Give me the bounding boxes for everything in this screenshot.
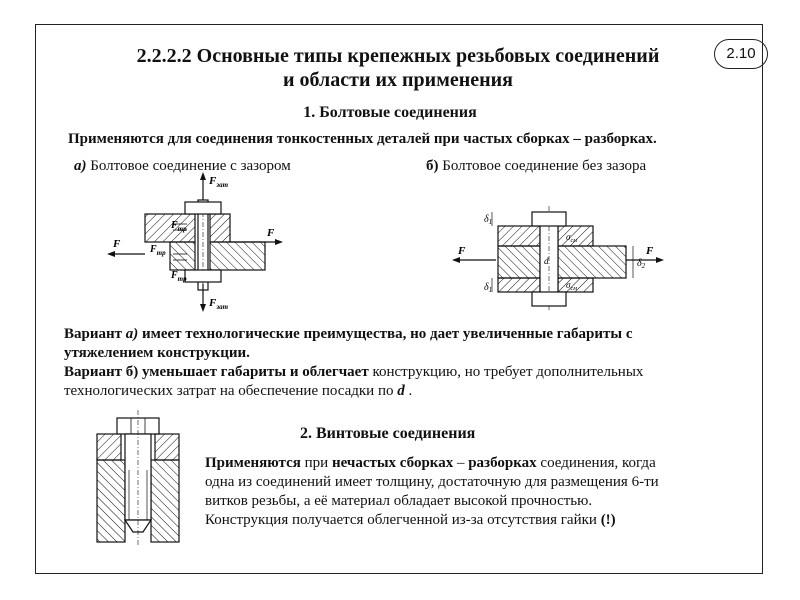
variant-a-letter: а) [74,158,87,174]
label-delta1-top: δ1 [484,214,492,226]
variant-b-desc-line3: Вариант б) уменьшает габариты и облегчае… [64,364,644,380]
title-line-2: и области их применения [283,69,513,91]
variant-b-label: Болтовое соединение без зазора [442,158,647,174]
bolt-head [184,201,222,215]
variant-a-desc-line1: Вариант а) имеет технологические преимущ… [64,326,633,342]
section-heading-bolted: 1. Болтовые соединения [303,104,477,121]
label-sigma-sm-top: σсм [566,232,577,244]
screw-desc-line3: витков резьбы, а её материал обладает вы… [205,493,593,509]
label-f-left: F [112,238,121,250]
diagram-screw-joint [96,410,180,546]
screw-desc-line4: Конструкция получается облегченной из-за… [205,512,616,528]
page-title: 2.2.2.2 Основные типы крепежных резьбовы… [88,44,708,92]
label-delta2: δ2 [637,258,646,270]
label-f-tr-mid: Fтр [149,244,166,257]
section-heading-screw: 2. Винтовые соединения [300,425,476,442]
variant-a-caption: а) Болтовое соединение с зазором [74,157,291,176]
slide-number-badge: 2.10 [714,39,768,69]
upper-plate-left [144,213,196,243]
lower-plate-left [169,241,196,271]
title-line-1: 2.2.2.2 Основные типы крепежных резьбовы… [136,45,660,67]
label-f-zat-top: Fзат [208,175,229,189]
label-sigma-sm-bottom: σсм [566,280,577,292]
label-f-left-b: F [457,245,466,257]
diagram-bolt-without-clearance: F F δ1 δ1 δ2 σсм σсм d [452,206,664,310]
label-f-right-b: F [645,245,654,257]
slide-frame [35,24,763,574]
lower-plate-right [209,241,266,271]
label-f-tr-bottom: Fтр [170,270,187,283]
bolted-applies-text: Применяются для соединения тонкостенных … [68,131,657,147]
variants-description: Вариант а) имеет технологические преимущ… [64,325,744,401]
screw-desc-line1: Применяются при нечастых сборках – разбо… [205,455,656,471]
screw-desc-line2: одна из соединений имеет толщину, достат… [205,474,659,490]
screw-description: Применяются при нечастых сборках – разбо… [205,454,745,530]
label-f-tr-top: Fтр [170,220,187,233]
nut [184,269,222,283]
label-delta1-bottom: δ1 [484,282,492,294]
variant-b-desc-line4: технологических затрат на обеспечение по… [64,383,413,399]
label-f-zat-bottom: Fзат [208,297,229,311]
variant-b-caption: б) Болтовое соединение без зазора [426,157,646,176]
variant-a-label: Болтовое соединение с зазором [90,158,291,174]
diagram-bolt-with-clearance: Fзат Fзат Fтр Fтр Fтр F F [107,172,283,312]
label-f-right: F [266,227,275,239]
upper-plate-right [209,213,231,243]
variant-a-desc-line2: утяжелением конструкции. [64,345,250,361]
label-d: d [544,256,549,266]
variant-b-letter: б) [426,158,439,174]
